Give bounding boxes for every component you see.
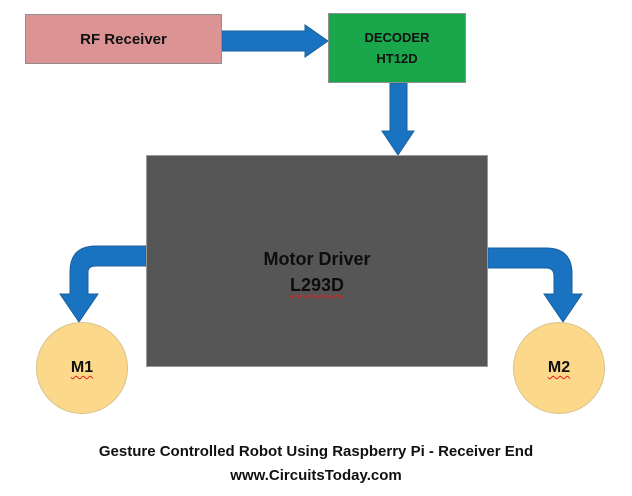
motor-m1-label: M1 xyxy=(70,359,94,376)
arrow-decoder-to-motor-driver xyxy=(381,82,415,156)
motor-m2: M2 xyxy=(513,322,605,414)
decoder-label: DECODER xyxy=(364,30,430,45)
decoder-block: DECODER HT12D xyxy=(328,13,466,83)
caption-title: Gesture Controlled Robot Using Raspberry… xyxy=(98,443,534,460)
motor-m1: M1 xyxy=(36,322,128,414)
arrow-motor-driver-to-m2 xyxy=(487,247,583,323)
motor-driver-block: Motor Driver L293D xyxy=(146,155,488,367)
motor-m2-label: M2 xyxy=(547,359,571,376)
arrow-motor-driver-to-m1 xyxy=(59,245,147,323)
motor-driver-label: Motor Driver xyxy=(263,249,371,269)
decoder-chip-label: HT12D xyxy=(376,51,418,66)
rf-receiver-label: RF Receiver xyxy=(80,30,167,48)
motor-driver-chip-label: L293D xyxy=(289,275,345,295)
caption-website: www.CircuitsToday.com xyxy=(230,467,402,484)
arrow-rf-to-decoder xyxy=(221,24,329,58)
rf-receiver-block: RF Receiver xyxy=(25,14,222,64)
